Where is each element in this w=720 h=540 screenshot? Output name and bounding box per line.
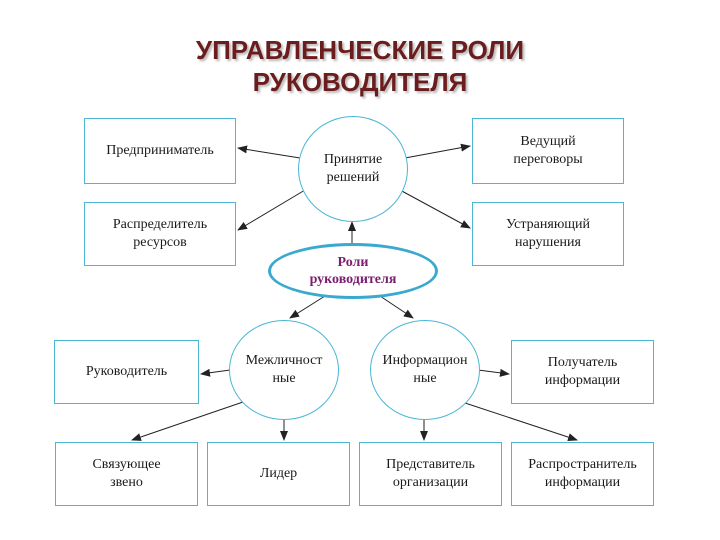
- node-central-label: Роли руководителя: [309, 255, 397, 287]
- node-interpersonal: Межличност ные: [229, 320, 339, 420]
- title-line-2: РУКОВОДИТЕЛЯ: [252, 67, 468, 97]
- arrow-to-informational: [379, 295, 414, 319]
- node-liaison-label: Связующее звено: [92, 457, 161, 490]
- node-disturbance-handler: Устраняющий нарушения: [472, 202, 624, 266]
- arrow-to-resource-allocator: [237, 189, 306, 231]
- node-recipient: Получатель информации: [511, 340, 654, 404]
- node-resource-allocator: Распределитель ресурсов: [84, 202, 236, 266]
- node-recipient-label: Получатель информации: [544, 355, 621, 388]
- node-informational: Информацион ные: [370, 320, 480, 420]
- arrow-to-disseminator: [461, 401, 578, 441]
- arrow-to-negotiator: [404, 143, 471, 159]
- page-title: УПРАВЛЕНЧЕСКИЕ РОЛИ РУКОВОДИТЕЛЯ: [0, 34, 720, 98]
- node-entrepreneur: Предприниматель: [84, 118, 236, 184]
- node-central: Роли руководителя: [268, 243, 438, 299]
- node-spokesperson-label: Представитель организации: [386, 457, 475, 490]
- node-spokesperson: Представитель организации: [359, 442, 502, 506]
- node-disseminator-label: Распространитель информации: [528, 457, 637, 490]
- node-leader-role-label: Руководитель: [85, 364, 168, 379]
- node-leader-role: Руководитель: [54, 340, 199, 404]
- arrow-to-entrepreneur: [237, 145, 301, 159]
- node-negotiator-label: Ведущий переговоры: [513, 134, 583, 167]
- arrow-to-leader-role: [200, 368, 231, 377]
- node-negotiator: Ведущий переговоры: [472, 118, 624, 184]
- node-decisions: Принятие решений: [298, 116, 408, 222]
- title-line-1: УПРАВЛЕНЧЕСКИЕ РОЛИ: [195, 35, 525, 65]
- node-decisions-label: Принятие решений: [323, 152, 383, 185]
- arrow-to-interpersonal: [289, 295, 326, 319]
- arrow-to-recipient: [477, 368, 510, 377]
- node-informational-label: Информацион ные: [382, 353, 468, 386]
- node-leader-label: Лидер: [259, 466, 298, 481]
- node-disturbance-handler-label: Устраняющий нарушения: [505, 217, 591, 250]
- node-leader: Лидер: [207, 442, 350, 506]
- node-resource-allocator-label: Распределитель ресурсов: [112, 217, 208, 250]
- arrow-to-liaison: [131, 401, 244, 441]
- node-entrepreneur-label: Предприниматель: [106, 143, 214, 158]
- node-disseminator: Распространитель информации: [511, 442, 654, 506]
- arrow-to-disturbance-handler: [399, 189, 471, 229]
- node-liaison: Связующее звено: [55, 442, 198, 506]
- node-interpersonal-label: Межличност ные: [245, 353, 323, 386]
